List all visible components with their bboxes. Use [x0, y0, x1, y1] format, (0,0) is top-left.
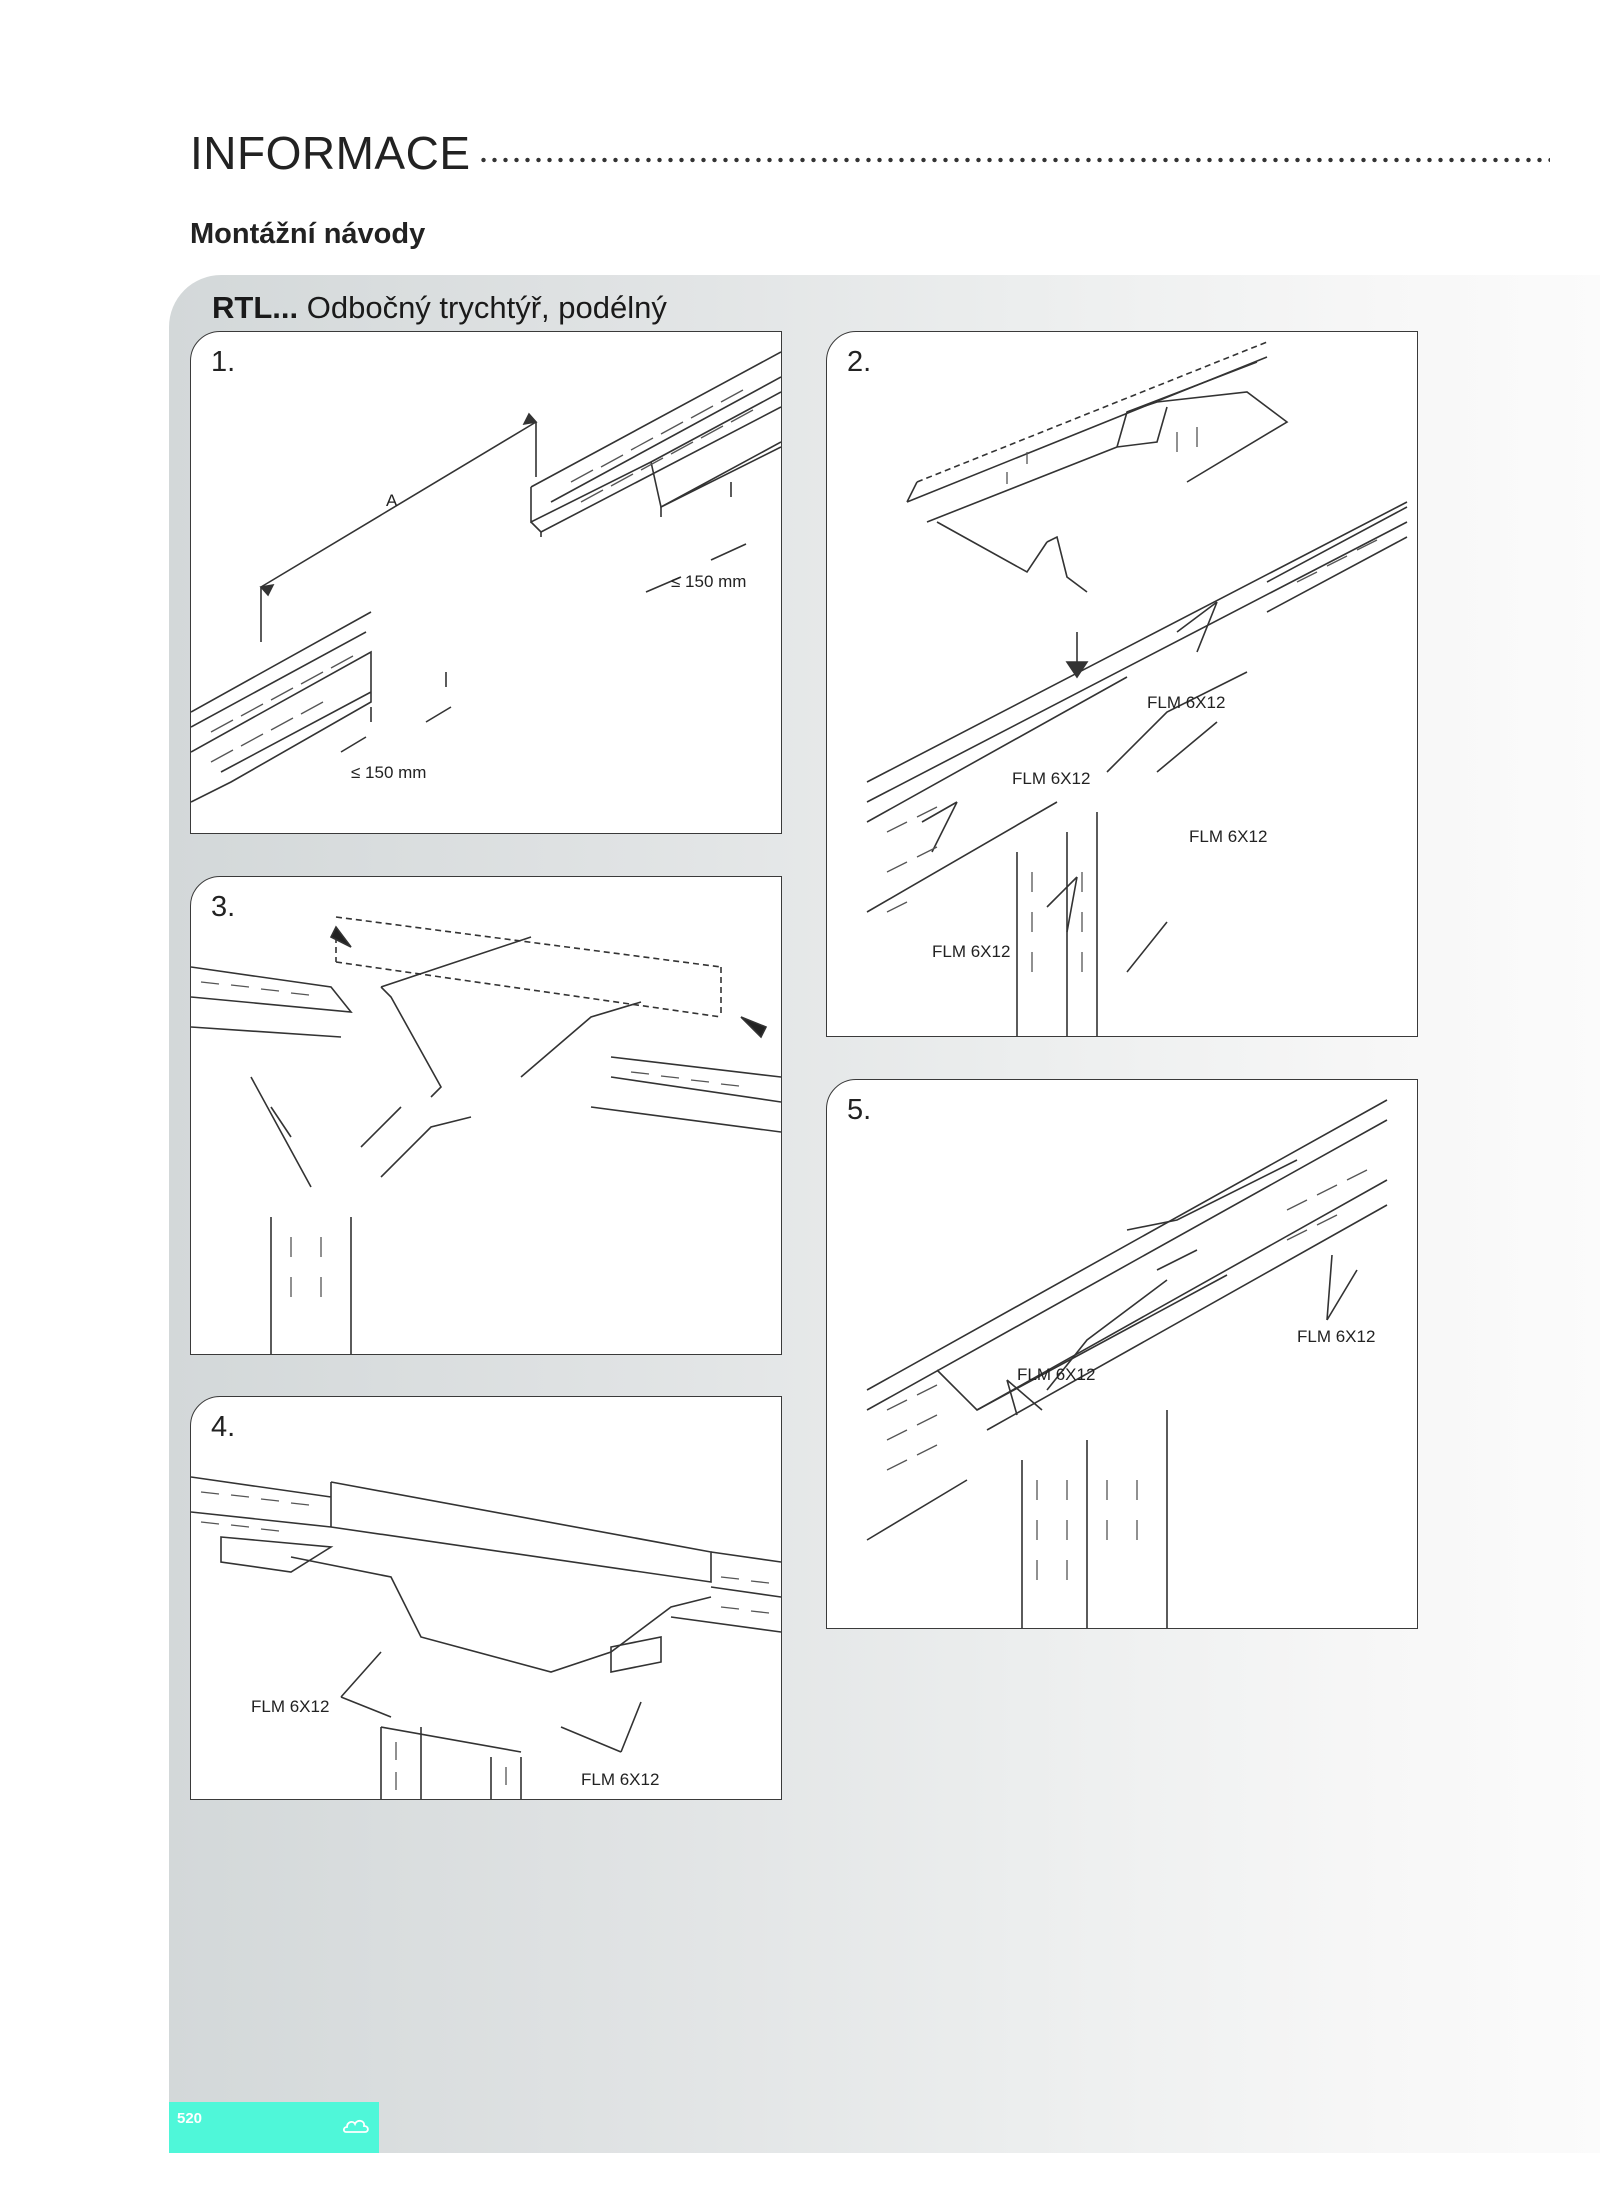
step-4-panel: FLM 6X12 FLM 6X12 4. — [190, 1396, 782, 1800]
step-5-number: 5. — [847, 1094, 872, 1126]
page-header-title: INFORMACE — [190, 127, 471, 179]
step-5-callout-1: FLM 6X12 — [1297, 1327, 1375, 1346]
step-2-callout-1: FLM 6X12 — [1147, 693, 1225, 712]
step-2-callout-4: FLM 6X12 — [932, 942, 1010, 961]
dimension-a-label: A — [386, 491, 398, 510]
section-title: RTL... Odbočný trychtýř, podélný — [212, 290, 667, 326]
step-4-callout-1: FLM 6X12 — [251, 1697, 329, 1716]
step-5-illustration: FLM 6X12 FLM 6X12 — [866, 1099, 1388, 1628]
step-4-illustration: FLM 6X12 FLM 6X12 — [191, 1476, 781, 1799]
step-4-callout-2: FLM 6X12 — [581, 1770, 659, 1789]
step-1-illustration: A ≤ 150 mm ≤ 150 mm — [191, 351, 781, 803]
step-2-callout-3: FLM 6X12 — [1189, 827, 1267, 846]
step-1-panel: A ≤ 150 mm ≤ 150 mm 1. — [190, 331, 782, 834]
dimension-upper-label: ≤ 150 mm — [671, 572, 746, 591]
header-dotted-leader — [478, 145, 1550, 167]
step-2-callout-2: FLM 6X12 — [1012, 769, 1090, 788]
step-5-panel: FLM 6X12 FLM 6X12 5. — [826, 1079, 1418, 1629]
step-3-panel: 3. — [190, 876, 782, 1355]
step-1-number: 1. — [211, 346, 236, 378]
dimension-lower-label: ≤ 150 mm — [351, 763, 426, 782]
product-description: Odbočný trychtýř, podélný — [306, 290, 667, 325]
page-subtitle: Montážní návody — [190, 218, 426, 250]
step-2-number: 2. — [847, 346, 872, 378]
step-3-illustration — [191, 916, 781, 1354]
step-3-number: 3. — [211, 891, 236, 923]
step-5-callout-2: FLM 6X12 — [1017, 1365, 1095, 1384]
step-4-number: 4. — [211, 1411, 236, 1443]
cloud-logo-icon — [342, 2119, 369, 2133]
page-number: 520 — [177, 2110, 203, 2127]
product-code: RTL... — [212, 290, 299, 325]
footer-accent-bar: 520 — [169, 2102, 379, 2153]
step-2-illustration: FLM 6X12 FLM 6X12 FLM 6X12 FLM 6X12 — [866, 341, 1408, 1036]
step-2-panel: FLM 6X12 FLM 6X12 FLM 6X12 FLM 6X12 2. — [826, 331, 1418, 1037]
